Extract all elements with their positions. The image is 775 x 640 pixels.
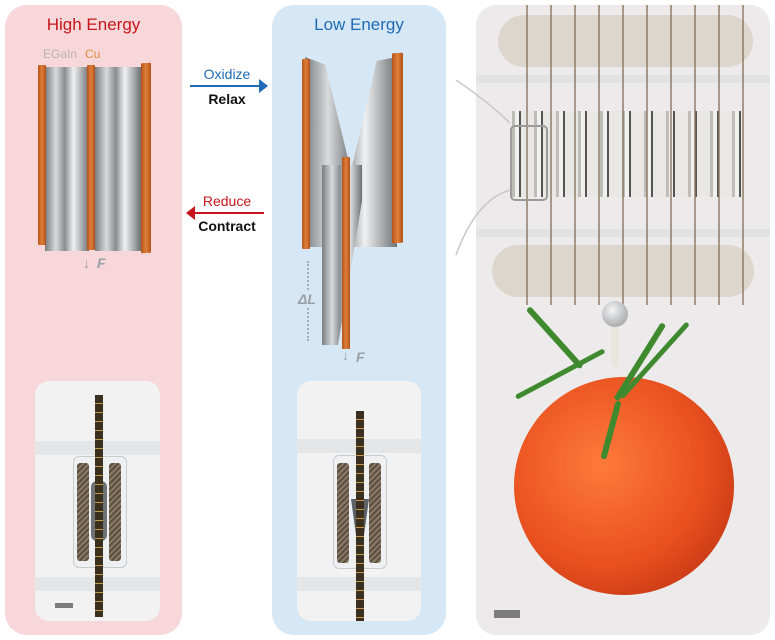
force-arrow-icon: ↓	[83, 255, 90, 271]
oxidize-relax-transition: Oxidize Relax	[182, 66, 272, 107]
force-arrow-icon: ↓	[342, 347, 349, 363]
reduce-contract-transition: Reduce Contract	[182, 193, 272, 234]
displacement-label: ΔL	[298, 291, 316, 307]
screw-icon	[602, 301, 628, 327]
force-label: F	[97, 255, 106, 271]
contracted-actuator-photo	[35, 381, 160, 621]
high-energy-title: High Energy	[46, 15, 141, 34]
relaxed-actuator-photo	[297, 381, 421, 621]
oxidize-label: Oxidize	[203, 66, 251, 82]
relax-label: Relax	[208, 91, 246, 107]
scale-bar	[494, 610, 520, 618]
arrow-left-icon	[186, 206, 264, 220]
scale-bar	[55, 603, 73, 608]
force-label: F	[356, 349, 365, 365]
connector-lines	[455, 80, 511, 256]
reduce-label: Reduce	[202, 193, 252, 209]
high-energy-panel: High Energy EGaIn Cu ↓ F	[5, 5, 182, 635]
contract-label: Contract	[198, 218, 256, 234]
low-energy-panel: Low Energy ΔL ↓ F	[272, 5, 446, 635]
cu-label: Cu	[85, 47, 101, 61]
highlight-box	[510, 125, 548, 201]
egain-label: EGaIn	[43, 47, 78, 61]
tomato-lift-photo	[476, 5, 770, 635]
low-energy-title: Low Energy	[314, 15, 404, 34]
arrow-right-icon	[190, 79, 268, 93]
